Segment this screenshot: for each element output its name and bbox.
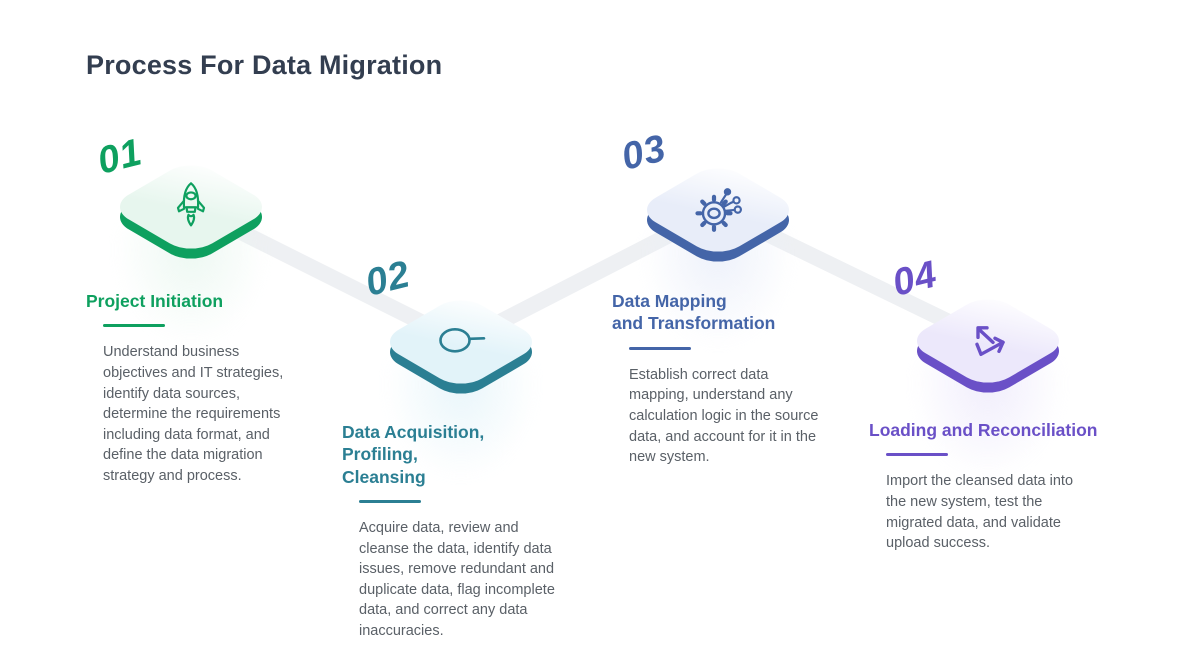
step-diamond-04 <box>904 282 1072 480</box>
rocket-icon <box>163 177 219 233</box>
page-title: Process For Data Migration <box>86 50 443 80</box>
title-underline <box>886 453 948 457</box>
magnifier-icon <box>433 312 489 368</box>
step-description: Understand business objectives and IT st… <box>103 344 284 484</box>
step-text-block: Project Initiation Understand business o… <box>86 290 291 486</box>
step-diamond-03 <box>634 151 802 349</box>
step-text-block: Loading and Reconciliation Import the cl… <box>869 419 1104 554</box>
step-title: Project Initiation <box>86 291 224 311</box>
step-description: Establish correct data mapping, understa… <box>629 366 819 466</box>
step-description: Acquire data, review and cleanse the dat… <box>359 520 555 640</box>
step-text-block: Data Acquisition, Profiling,Cleansing Ac… <box>342 421 564 642</box>
title-underline <box>629 346 691 350</box>
step-title: Data Acquisition, Profiling,Cleansing <box>342 422 485 487</box>
gear-network-icon <box>690 180 746 236</box>
step-diamond-02 <box>377 283 545 481</box>
transfer-arrows-icon <box>960 311 1016 367</box>
step-title: Loading and Reconciliation <box>869 420 1098 440</box>
title-underline <box>359 500 421 504</box>
title-underline <box>103 324 165 328</box>
step-description: Import the cleansed data into the new sy… <box>886 473 1074 552</box>
step-diamond-01 <box>107 148 275 346</box>
